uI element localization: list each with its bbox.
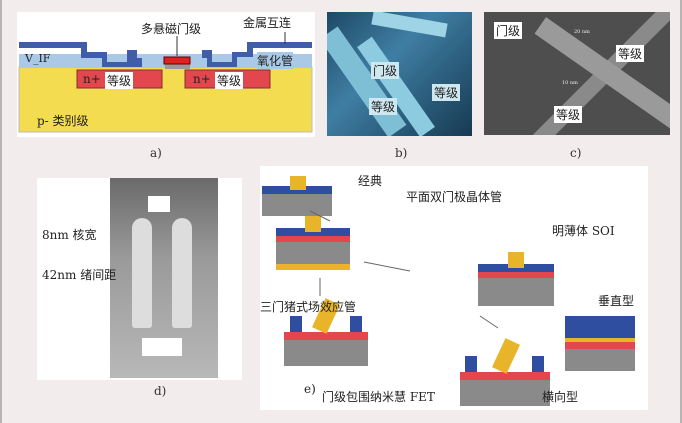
gate-label: 多悬磁门级: [141, 22, 202, 36]
classic-device: [262, 176, 332, 216]
gate-label: 门级: [371, 62, 400, 79]
caption-c: c): [570, 146, 582, 160]
panel-c-sem: 门级 等级 等级 20 nm 10 nm: [484, 12, 670, 135]
core-width-label: 8nm 核宽: [42, 228, 97, 242]
substrate-label: p- 类别级: [37, 114, 89, 128]
caption-d: d): [154, 384, 167, 398]
arrow: [479, 315, 499, 329]
pitch-label: 42nm 绪间距: [42, 268, 117, 282]
vif-label: V_IF: [25, 52, 51, 65]
level-right-label: 等级: [616, 45, 645, 62]
vertical-label: 垂直型: [598, 294, 635, 308]
panel-d: 8nm 核宽 42nm 绪间距: [37, 178, 242, 380]
vertical-device: [565, 316, 635, 371]
trigate-device: [284, 298, 368, 366]
caption-a: a): [150, 146, 162, 160]
gate-label: 门级: [494, 22, 523, 39]
trigate-label: 三门猪式场效应管: [260, 300, 357, 314]
panel-b-sem: 门级 等级 等级: [327, 12, 472, 136]
level-right-label: 等级: [432, 84, 461, 101]
transistor-evolution-diagram: [262, 176, 635, 406]
thin-body-soi-device: [478, 252, 554, 306]
level-bottom-label: 等级: [554, 106, 583, 123]
gaa-label: 门级包围纳米慧 FET: [322, 390, 435, 404]
oxide-label: 氧化管: [257, 52, 294, 69]
arrow: [363, 261, 411, 272]
metal-label: 金属互连: [243, 16, 292, 30]
planar-double-gate-device: [276, 216, 350, 270]
source-level-label: 等级: [105, 72, 134, 89]
classic-label: 经典: [358, 174, 383, 188]
dim-20nm: 20 nm: [574, 29, 590, 35]
tem-image: [110, 178, 218, 378]
panel-a: 多悬磁门级 金属互连 V_IF 氧化管 n+ 等级 n+ 等级 p- 类别级: [17, 12, 315, 137]
arrow: [309, 210, 331, 222]
n-plus-left: n+: [83, 72, 101, 86]
n-plus-right: n+: [193, 72, 211, 86]
level-left-label: 等级: [369, 98, 398, 115]
dim-10nm: 10 nm: [562, 80, 578, 86]
caption-e: e): [304, 382, 316, 396]
gaa-device: [460, 338, 550, 406]
drain-level-label: 等级: [215, 72, 244, 89]
caption-b: b): [395, 146, 408, 160]
lateral-label: 横向型: [542, 390, 579, 404]
panel-e: 经典 平面双门极晶体管 明薄体 SOI 三门猪式场效应管 垂直型 e) 门级包围…: [260, 166, 648, 410]
planar-double-gate-label: 平面双门极晶体管: [406, 190, 503, 204]
thin-body-soi-label: 明薄体 SOI: [552, 224, 615, 238]
